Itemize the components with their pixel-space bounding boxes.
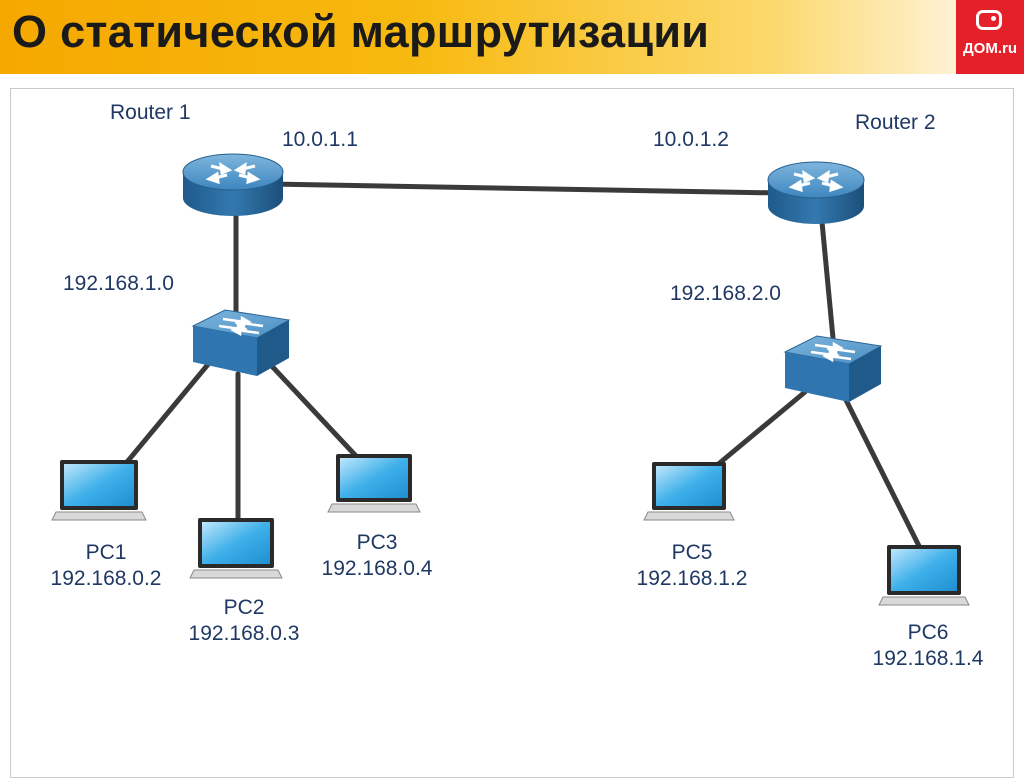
pc1-laptop-icon <box>51 460 147 521</box>
dom-ru-logo: ДОМ.ru <box>956 0 1024 74</box>
pc1-ip: 192.168.0.2 <box>50 567 162 590</box>
pc5-laptop-icon <box>643 462 735 521</box>
switch-2-icon <box>783 335 883 402</box>
cable-r2-switch2 <box>819 219 836 341</box>
cable-switch2-pc5 <box>713 389 808 469</box>
header-bar: О статической маршрутизации ДОМ.ru <box>0 0 1024 74</box>
router-1-name: Router 1 <box>110 101 191 124</box>
pc2-laptop-icon <box>189 518 283 579</box>
router-2-name: Router 2 <box>855 111 936 134</box>
pc6-laptop-icon <box>878 545 970 606</box>
router-1-ip: 10.0.1.1 <box>282 128 358 151</box>
slide-title: О статической маршрутизации <box>12 6 710 57</box>
logo-text: ДОМ.ru <box>962 40 1018 57</box>
pc5-name: PC5 <box>671 541 713 564</box>
tv-icon <box>976 10 1002 30</box>
pc5-ip: 192.168.1.2 <box>636 567 748 590</box>
router-1-network: 192.168.1.0 <box>63 272 174 295</box>
pc6-label: PC6 192.168.1.4 <box>862 620 994 672</box>
pc3-laptop-icon <box>327 454 421 513</box>
router-2-ip: 10.0.1.2 <box>653 128 729 151</box>
cable-r1-r2 <box>267 181 783 196</box>
pc3-ip: 192.168.0.4 <box>321 557 433 580</box>
router-2-network: 192.168.2.0 <box>670 282 781 305</box>
cables <box>119 181 923 551</box>
pc5-label: PC5 192.168.1.2 <box>626 540 758 592</box>
pc1-label: PC1 192.168.0.2 <box>40 540 172 592</box>
pc2-ip: 192.168.0.3 <box>188 622 300 645</box>
pc6-name: PC6 <box>907 621 949 644</box>
pc3-name: PC3 <box>356 531 398 554</box>
pc2-name: PC2 <box>223 596 265 619</box>
pc6-ip: 192.168.1.4 <box>872 647 984 670</box>
cable-switch2-pc6 <box>842 395 923 551</box>
pc1-name: PC1 <box>85 541 127 564</box>
pc2-label: PC2 192.168.0.3 <box>178 595 310 647</box>
router-1-icon <box>182 153 284 216</box>
cable-switch1-pc3 <box>265 359 359 459</box>
cable-switch1-pc1 <box>119 359 213 471</box>
pc3-label: PC3 192.168.0.4 <box>311 530 443 582</box>
router-2-icon <box>767 161 865 224</box>
switch-1-icon <box>191 309 291 376</box>
